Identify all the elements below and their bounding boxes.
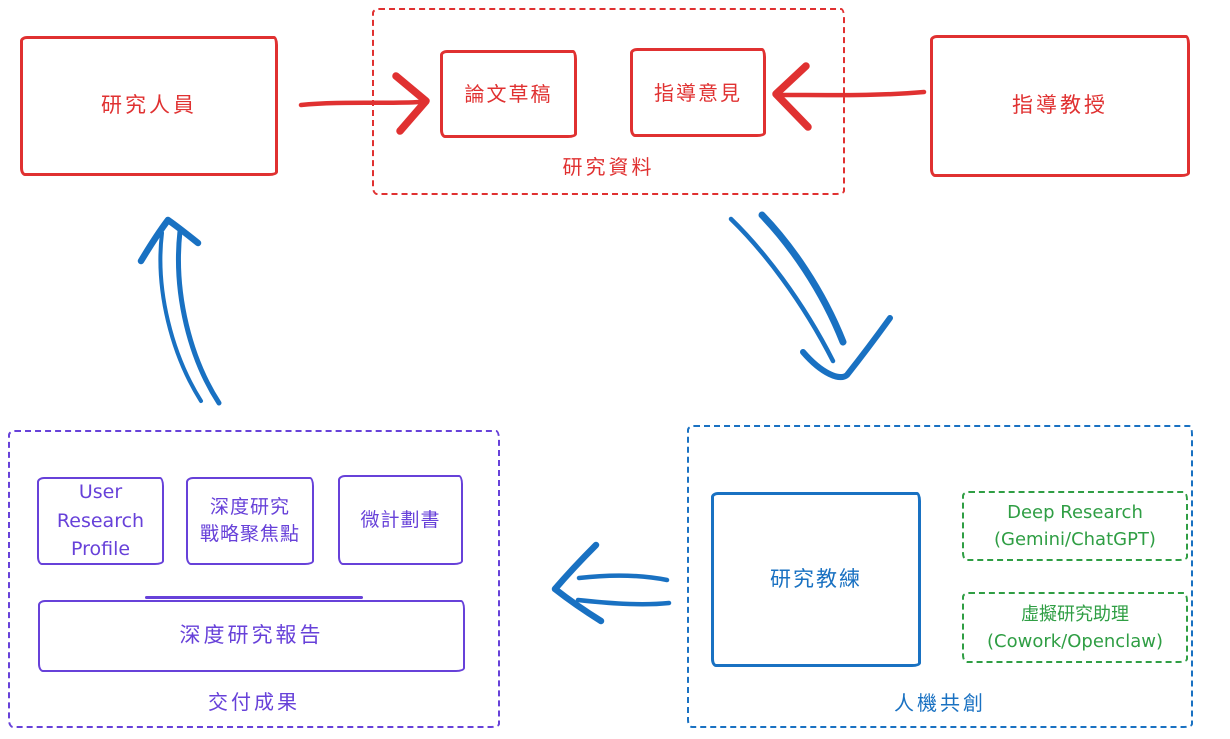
co-creation-group: 人機共創 bbox=[687, 425, 1193, 728]
deep-report-box: 深度研究報告 bbox=[38, 600, 465, 672]
deep-research-tool-box: Deep Research (Gemini/ChatGPT) bbox=[962, 491, 1188, 561]
research-data-title: 研究資料 bbox=[562, 155, 655, 179]
paper-draft-label: 論文草稿 bbox=[464, 82, 553, 106]
paper-draft-box: 論文草稿 bbox=[440, 50, 577, 138]
arrow-co-creation-to-deliverables bbox=[551, 541, 672, 625]
user-research-profile-label: User Research Profile bbox=[56, 481, 145, 561]
arrow-deliverables-to-researcher bbox=[137, 216, 222, 406]
professor-box: 指導教授 bbox=[930, 35, 1190, 177]
co-creation-title: 人機共創 bbox=[894, 691, 986, 715]
micro-proposal-box: 微計劃書 bbox=[338, 475, 463, 565]
professor-label: 指導教授 bbox=[1012, 93, 1108, 118]
strategy-focus-label: 深度研究 戰略聚焦點 bbox=[199, 496, 300, 545]
researcher-label: 研究人員 bbox=[101, 93, 197, 118]
virtual-assistant-tool-box: 虛擬研究助理 (Cowork/Openclaw) bbox=[962, 592, 1188, 663]
advisor-feedback-label: 指導意見 bbox=[654, 80, 742, 105]
research-coach-box: 研究教練 bbox=[711, 492, 921, 667]
strategy-focus-box: 深度研究 戰略聚焦點 bbox=[186, 477, 314, 565]
deliverables-title: 交付成果 bbox=[208, 690, 300, 714]
deliverables-group: 交付成果 bbox=[8, 430, 500, 728]
research-coach-label: 研究教練 bbox=[770, 566, 862, 591]
researcher-box: 研究人員 bbox=[20, 36, 278, 176]
deep-research-tool-label: Deep Research (Gemini/ChatGPT) bbox=[994, 502, 1156, 550]
deep-report-label: 深度研究報告 bbox=[179, 623, 324, 648]
sketch-stroke bbox=[145, 596, 363, 599]
user-research-profile-box: User Research Profile bbox=[37, 477, 164, 565]
virtual-assistant-tool-label: 虛擬研究助理 (Cowork/Openclaw) bbox=[987, 603, 1163, 652]
advisor-feedback-box: 指導意見 bbox=[630, 48, 766, 137]
arrow-research-data-to-co-creation bbox=[728, 211, 893, 381]
micro-proposal-label: 微計劃書 bbox=[360, 508, 441, 531]
